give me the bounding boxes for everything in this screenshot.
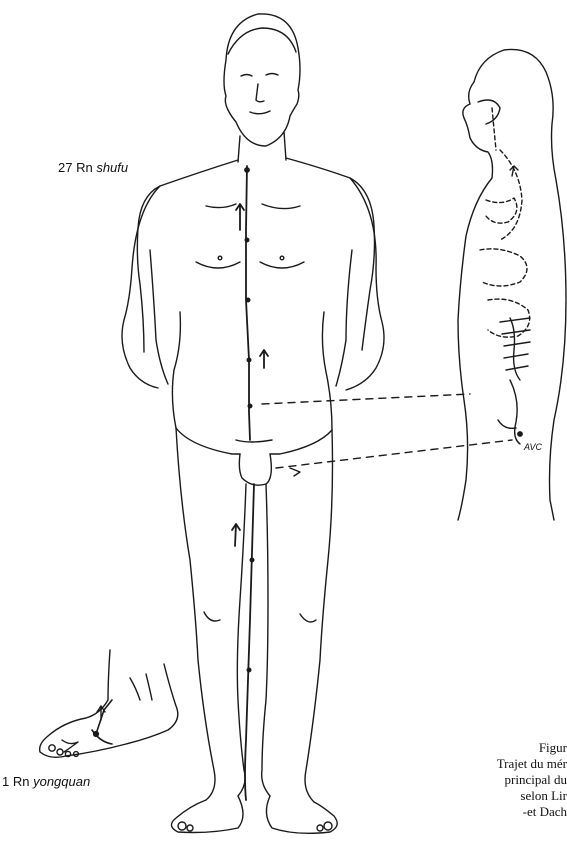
point-name: yongquan xyxy=(33,774,90,789)
point-number: 27 Rn xyxy=(58,160,93,175)
connector-lines xyxy=(262,394,512,476)
profile-figure: AVC xyxy=(458,49,566,520)
caption-line: -et Dach xyxy=(497,804,567,820)
point-number: 1 Rn xyxy=(2,774,29,789)
caption-line: selon Lir xyxy=(497,788,567,804)
foot-detail xyxy=(40,650,178,757)
caption-line: Trajet du mér xyxy=(497,756,567,772)
caption-line: Figur xyxy=(497,740,567,756)
point-name: shufu xyxy=(96,160,128,175)
point-label-shufu: 27 Rn shufu xyxy=(58,160,128,175)
figure-caption: Figur Trajet du mér principal du selon L… xyxy=(497,740,567,820)
point-label-yongquan: 1 Rn yongquan xyxy=(2,774,90,789)
avc-label: AVC xyxy=(523,442,543,452)
standing-figure xyxy=(122,14,384,833)
caption-line: principal du xyxy=(497,772,567,788)
